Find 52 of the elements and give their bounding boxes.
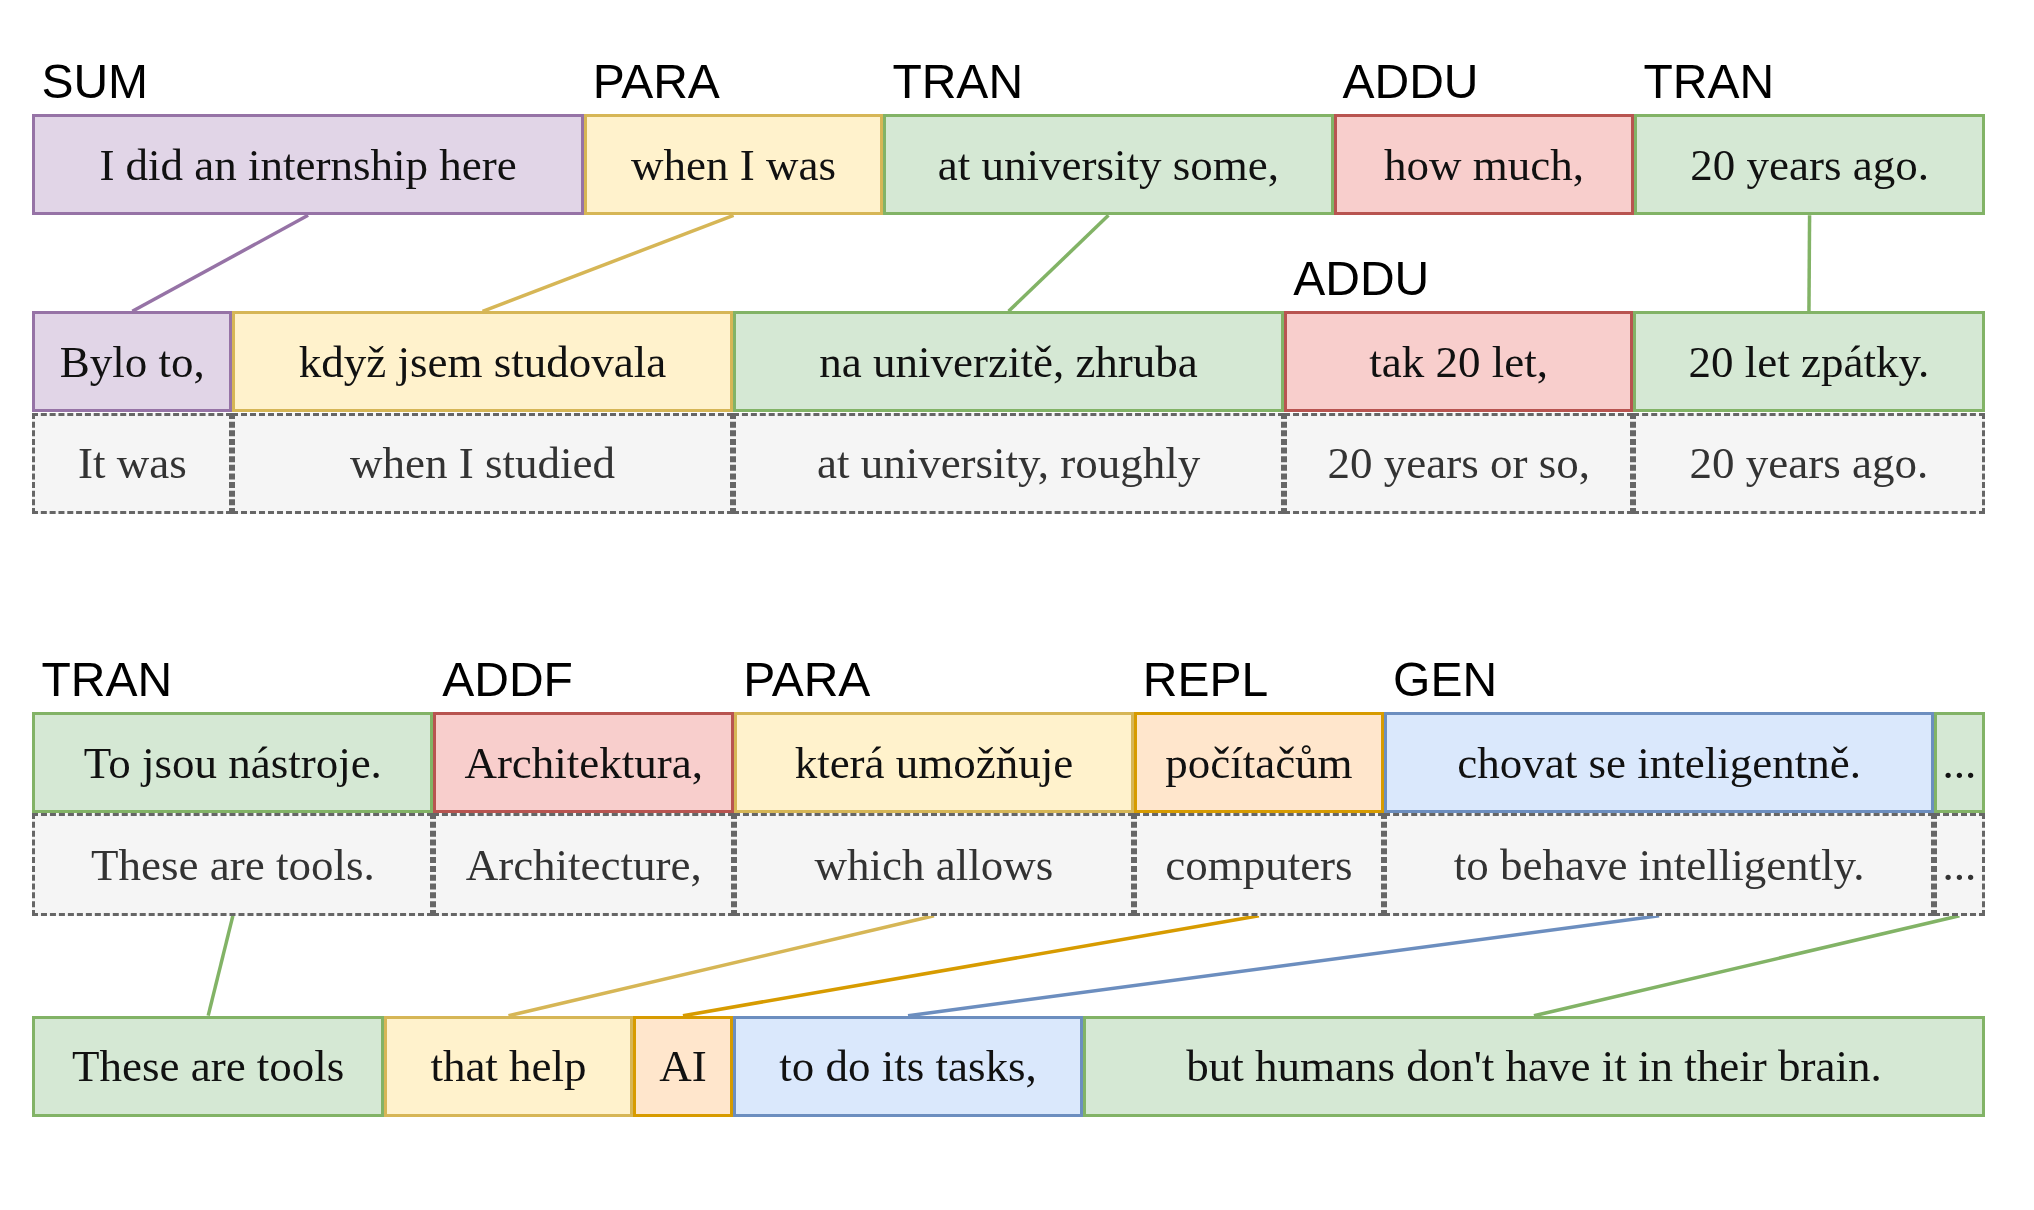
connector-line <box>907 914 1660 1018</box>
connector-line <box>1807 215 1812 312</box>
connector-line <box>508 914 935 1018</box>
segment-text: To jsou nástroje. <box>83 736 382 789</box>
gloss-text: at university, roughly <box>816 437 1201 490</box>
segment-text: Architektura, <box>464 736 704 789</box>
segment-text: ... <box>1942 736 1977 789</box>
segment-text: to do its tasks, <box>779 1040 1037 1093</box>
segment-text: 20 years ago. <box>1690 138 1929 191</box>
tag-label: PARA <box>743 652 871 709</box>
tag-label: TRAN <box>1643 54 1775 111</box>
gloss-text: Architecture, <box>465 838 702 891</box>
segment-text: when I was <box>631 138 837 191</box>
tag-label: TRAN <box>41 652 173 709</box>
segment-text: tak 20 let, <box>1369 335 1549 388</box>
gloss-text: to behave intelligently. <box>1453 838 1865 891</box>
segment-text: 20 let zpátky. <box>1688 335 1930 388</box>
segment-text: I did an internship here <box>99 138 517 191</box>
segment-text: Bylo to, <box>59 335 205 388</box>
segment-text: chovat se inteligentně. <box>1457 736 1861 789</box>
gloss-text: 20 years or so, <box>1327 437 1590 490</box>
connector-line <box>682 914 1260 1018</box>
segment-text: AI <box>659 1040 707 1093</box>
tag-label: ADDF <box>442 652 573 709</box>
gloss-text: These are tools. <box>91 838 375 891</box>
tag-label: GEN <box>1393 652 1498 709</box>
connector-line <box>1007 214 1110 313</box>
tag-label: ADDU <box>1293 251 1430 308</box>
tag-label: PARA <box>592 54 720 111</box>
connector-line <box>481 213 735 313</box>
segment-text: that help <box>430 1040 587 1093</box>
segment-text: but humans don't have it in their brain. <box>1186 1040 1882 1093</box>
tag-label: ADDU <box>1342 54 1479 111</box>
gloss-text: computers <box>1165 838 1353 891</box>
connector-line <box>131 213 309 313</box>
gloss-text: ... <box>1942 838 1977 891</box>
segment-text: at university some, <box>937 138 1280 191</box>
segment-text: když jsem studovala <box>298 335 667 388</box>
connector-line <box>1533 914 1960 1018</box>
gloss-text: which allows <box>814 838 1054 891</box>
gloss-text: 20 years ago. <box>1689 437 1929 490</box>
segment-text: která umožňuje <box>794 736 1074 789</box>
segment-text: how much, <box>1383 138 1584 191</box>
gloss-text: It was <box>77 437 187 490</box>
tag-label: REPL <box>1142 652 1269 709</box>
segment-text: počítačům <box>1165 736 1353 789</box>
tag-label: TRAN <box>892 54 1024 111</box>
segment-text: These are tools <box>72 1040 345 1093</box>
connector-line <box>206 915 235 1017</box>
tag-label: SUM <box>41 54 149 111</box>
gloss-text: when I studied <box>350 437 615 490</box>
segment-text: na univerzitě, zhruba <box>819 335 1198 388</box>
